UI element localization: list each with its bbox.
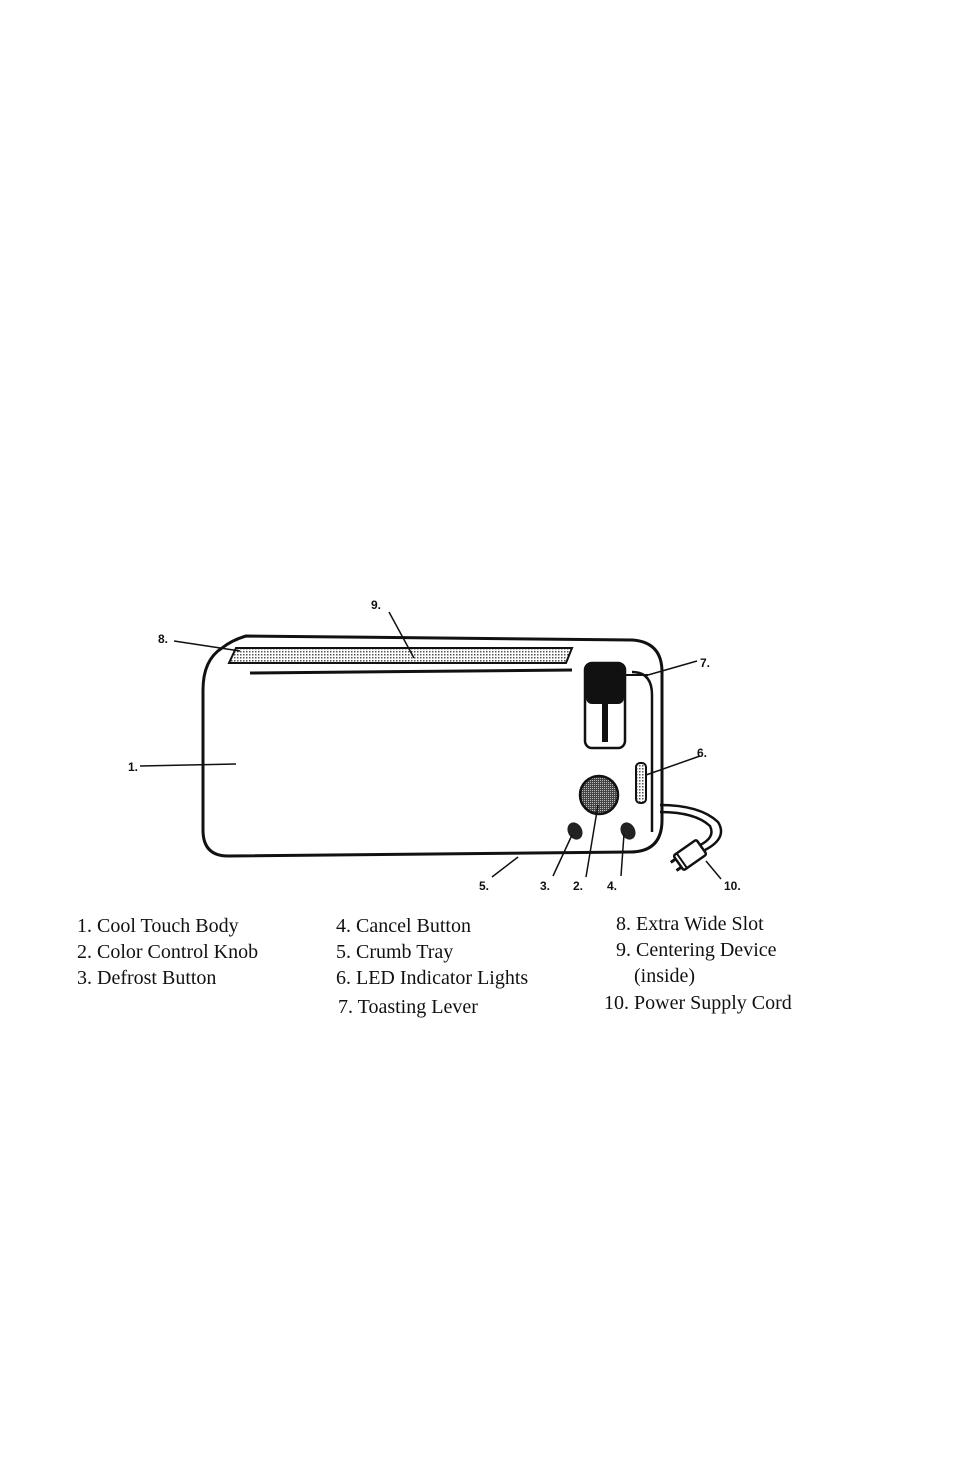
toasting-lever[interactable] [583, 661, 648, 750]
extra-wide-slot [227, 647, 574, 675]
callout-5: 5. [479, 879, 489, 893]
legend-item-3: 3. Defrost Button [77, 967, 217, 989]
leader-4 [620, 833, 625, 877]
callout-2: 2. [573, 879, 583, 893]
legend-item-8: 8. Extra Wide Slot [616, 913, 764, 935]
color-control-knob[interactable] [578, 774, 620, 816]
leader-5 [491, 856, 519, 878]
leader-2 [585, 804, 599, 878]
legend-item-1: 1. Cool Touch Body [77, 915, 239, 937]
legend-item-9: 9. Centering Device [616, 939, 777, 961]
leader-9 [388, 611, 415, 659]
legend-item-10: 10. Power Supply Cord [604, 992, 792, 1014]
callout-9: 9. [371, 598, 381, 612]
callout-10: 10. [724, 879, 741, 893]
legend-item-7: 7. Toasting Lever [338, 996, 478, 1018]
callout-1: 1. [128, 760, 138, 774]
legend-item-9-note: (inside) [634, 965, 696, 987]
leader-1 [139, 763, 237, 767]
legend-item-2: 2. Color Control Knob [77, 941, 259, 963]
callout-8: 8. [158, 632, 168, 646]
callout-leaders [139, 611, 722, 880]
leader-3 [552, 834, 573, 877]
callout-3: 3. [540, 879, 550, 893]
callout-4: 4. [607, 879, 617, 893]
power-supply-cord [659, 803, 723, 872]
callout-numbers: 1. 2. 3. 4. 5. 6. 7. 8. 9. 10. [128, 598, 741, 893]
led-indicator-lights [635, 762, 647, 804]
leader-7 [647, 660, 698, 676]
callout-6: 6. [697, 746, 707, 760]
callout-7: 7. [700, 656, 710, 670]
leader-6 [645, 755, 701, 776]
legend-item-6: 6. LED Indicator Lights [336, 967, 529, 989]
leader-8 [173, 640, 241, 652]
leader-10 [705, 860, 722, 880]
legend-item-4: 4. Cancel Button [336, 915, 471, 937]
legend-item-5: 5. Crumb Tray [336, 941, 454, 963]
